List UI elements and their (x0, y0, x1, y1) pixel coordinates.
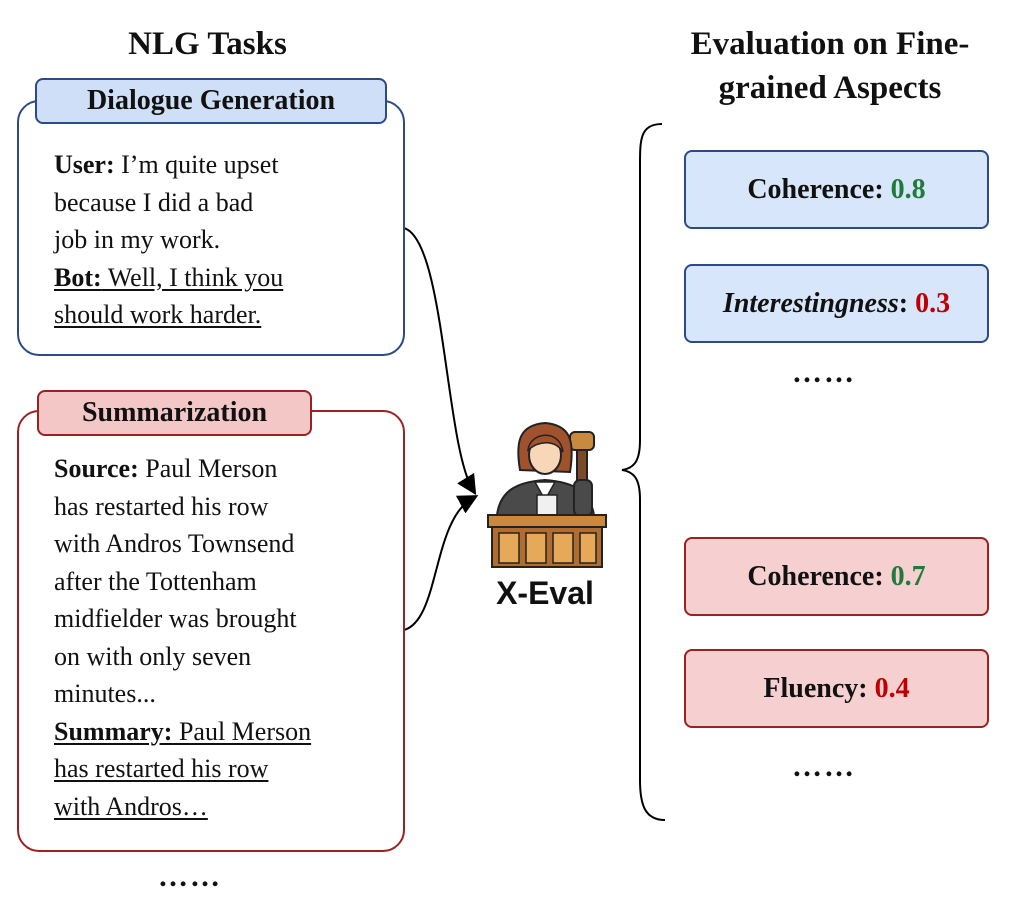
source-line-6: on with only seven (54, 641, 252, 671)
summary-scores-ellipsis: …… (792, 750, 856, 783)
left-heading: NLG Tasks (128, 26, 287, 62)
dialogue-task-box: User: I’m quite upset because I did a ba… (17, 100, 405, 356)
score-box-fluency: Fluency: 0.4 (684, 649, 989, 728)
aspect-value: 0.4 (874, 673, 910, 704)
user-line-2: because I did a bad (54, 187, 254, 217)
right-heading-line2: grained Aspects (718, 70, 942, 106)
summary-line-2: has restarted his row (54, 754, 269, 783)
aspect-colon: : (858, 673, 875, 704)
user-line-1: I’m quite upset (114, 150, 279, 179)
bot-line-1: Well, I think you (101, 262, 284, 292)
bot-label: Bot: (54, 262, 102, 292)
aspect-name: Fluency (763, 673, 859, 704)
source-line-1: Paul Merson (138, 454, 278, 483)
summary-line-3: with Andros… (54, 791, 208, 821)
aspect-name: Coherence (747, 561, 875, 592)
summary-label: Summary: (54, 716, 173, 746)
score-box-interestingness: Interestingness: 0.3 (684, 264, 989, 343)
source-line-2: has restarted his row (54, 491, 269, 521)
aspect-colon: : (874, 174, 891, 205)
score-box-coherence-summary: Coherence: 0.7 (684, 537, 989, 616)
summarization-text: Source: Paul Merson has restarted his ro… (54, 450, 399, 825)
aspect-value: 0.7 (890, 561, 926, 592)
summarization-task-box: Source: Paul Merson has restarted his ro… (17, 410, 405, 852)
aspect-value: 0.3 (915, 288, 951, 319)
source-label: Source: (54, 454, 139, 483)
aspect-name: Interestingness (722, 288, 899, 319)
bot-line-2: should work harder. (54, 300, 262, 329)
source-line-5: midfielder was brought (54, 604, 297, 633)
summarization-tag: Summarization (37, 390, 312, 436)
right-heading: Evaluation on Fine- grained Aspects (640, 22, 1020, 110)
summary-arrow (403, 495, 479, 631)
source-line-3: with Andros Townsend (54, 529, 295, 558)
aspect-colon: : (874, 561, 891, 592)
source-line-7: minutes... (54, 679, 156, 708)
dialogue-scores-ellipsis: …… (792, 356, 856, 389)
dialogue-text: User: I’m quite upset because I did a ba… (54, 146, 399, 334)
score-box-coherence-dialogue: Coherence: 0.8 (684, 150, 989, 229)
aspect-name: Coherence (747, 174, 875, 205)
user-line-3: job in my work. (54, 225, 221, 254)
left-ellipsis: …… (158, 860, 222, 893)
aspects-brace (621, 123, 666, 821)
dialogue-generation-tag: Dialogue Generation (35, 78, 387, 124)
aspect-value: 0.8 (890, 174, 926, 205)
right-heading-line1: Evaluation on Fine- (690, 26, 970, 62)
source-line-4: after the Tottenham (54, 566, 257, 596)
dialogue-arrow (403, 227, 477, 496)
x-eval-label: X-Eval (496, 575, 594, 611)
aspect-colon: : (898, 288, 916, 319)
user-label: User: (54, 150, 115, 179)
summary-line-1: Paul Merson (172, 716, 312, 746)
